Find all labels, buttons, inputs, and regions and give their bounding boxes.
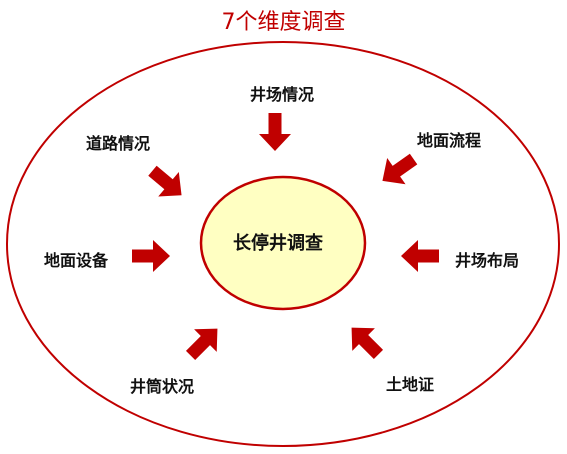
arrow-ground-equipment <box>132 240 170 272</box>
label-land-certificate: 土地证 <box>386 375 435 394</box>
arrow-road-condition <box>148 165 182 197</box>
arrow-well-site-layout <box>401 240 439 272</box>
label-well-site-layout: 井场布局 <box>455 251 520 270</box>
diagram-title: 7个维度调查 <box>221 10 346 35</box>
label-ground-process: 地面流程 <box>417 131 482 150</box>
outer-ellipse <box>6 41 560 447</box>
label-ground-equipment: 地面设备 <box>44 251 109 270</box>
label-wellbore-condition: 井筒状况 <box>130 377 195 396</box>
label-road-condition: 道路情况 <box>86 134 151 153</box>
label-well-site-condition: 井场情况 <box>250 85 315 104</box>
center-ellipse <box>199 175 367 311</box>
center-label: 长停井调查 <box>233 233 323 254</box>
arrow-wellbore-condition <box>185 328 218 361</box>
arrows-group <box>132 113 439 361</box>
arrow-ground-process <box>382 153 418 185</box>
arrow-well-site-condition <box>259 113 291 151</box>
arrow-land-certificate <box>351 327 384 360</box>
